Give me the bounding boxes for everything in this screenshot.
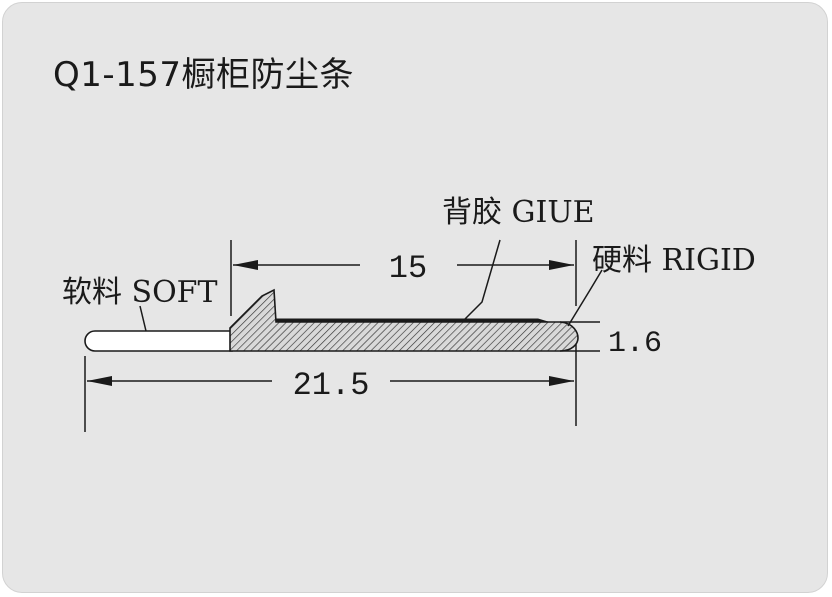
product-title: Q1-157橱柜防尘条 bbox=[53, 55, 355, 95]
soft-label: 软料 SOFT bbox=[62, 275, 218, 310]
dimension-15: 15 bbox=[233, 250, 574, 287]
dimension-21-5-label: 21.5 bbox=[293, 367, 370, 404]
rigid-label: 硬料 RIGID bbox=[592, 243, 756, 278]
glue-layer bbox=[275, 318, 549, 323]
dimension-1-6-label: 1.6 bbox=[608, 327, 662, 361]
dimension-21-5: 21.5 bbox=[87, 367, 574, 404]
leader-line-glue bbox=[464, 239, 501, 320]
leader-line-soft bbox=[139, 305, 147, 332]
glue-label: 背胶 GIUE bbox=[442, 195, 595, 230]
leader-line-rigid bbox=[567, 269, 603, 327]
dimension-15-label: 15 bbox=[389, 250, 427, 287]
soft-material-part bbox=[84, 330, 233, 352]
